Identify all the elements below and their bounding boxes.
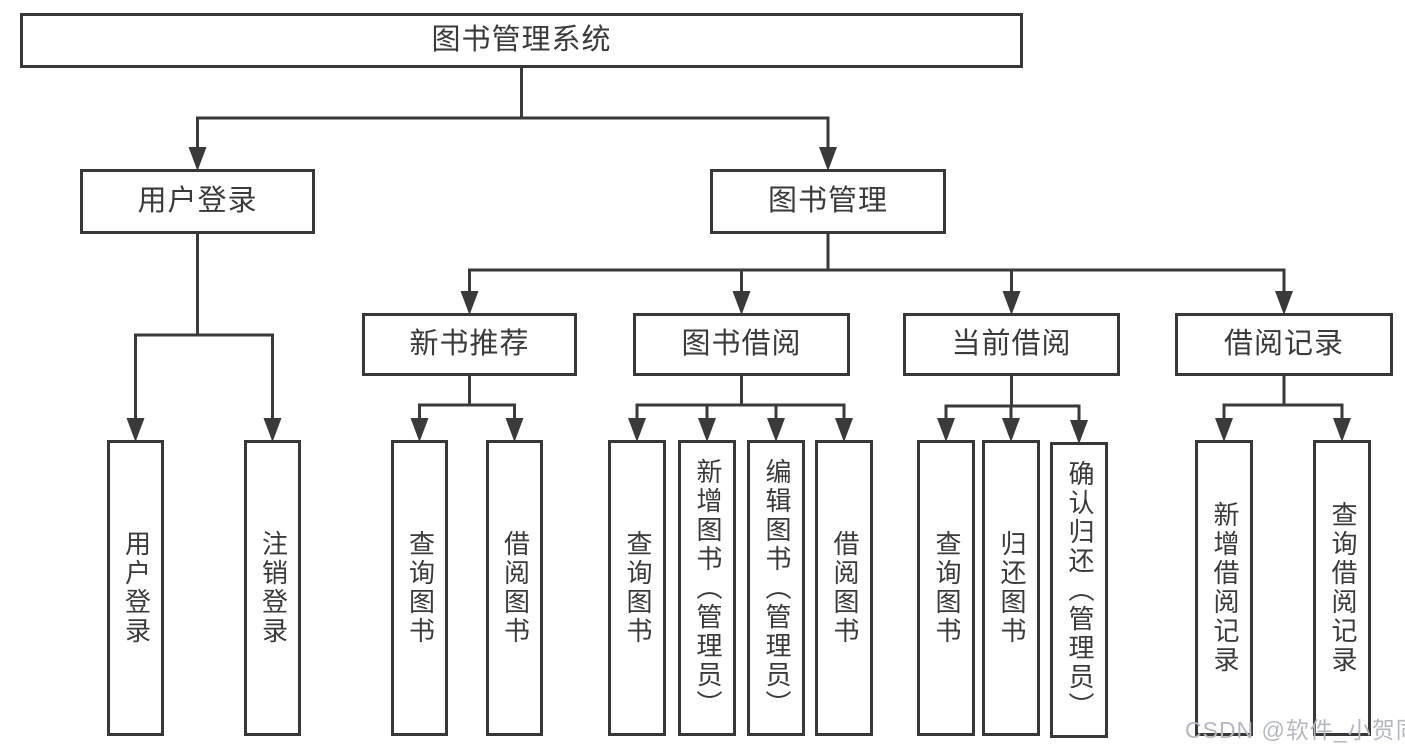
arrow-head-icon [1215,418,1233,442]
diagram-box-br-add: 新增借阅记录 [1195,440,1253,736]
diagram-box-cb-return: 归还图书 [982,440,1040,736]
diagram-box-new-book-rec: 新书推荐 [362,313,577,376]
diagram-box-bb-edit: 编辑图书（管理员） [747,440,805,736]
watermark-text: CSDN @软件_小贺同学 [1185,717,1405,743]
diagram-box-logout: 注销登录 [244,440,301,736]
diagram-box-rec-query: 查询图书 [391,440,448,736]
diagram-box-current-borrow: 当前借阅 [903,313,1120,376]
arrow-head-icon [1070,420,1088,444]
arrow-head-icon [1002,418,1020,442]
arrow-head-icon [263,418,282,442]
arrow-head-icon [835,418,853,442]
diagram-box-cb-confirm: 确认归还（管理员） [1050,442,1108,738]
diagram-box-bb-borrow: 借阅图书 [815,440,873,736]
arrow-head-icon [732,291,751,315]
arrow-head-icon [698,418,716,442]
arrow-head-icon [126,418,145,442]
diagram-box-bb-query: 查询图书 [608,440,666,736]
arrow-head-icon [819,147,837,171]
arrow-head-icon [1002,291,1021,315]
diagram-box-root: 图书管理系统 [20,13,1023,68]
arrow-head-icon [460,291,479,315]
diagram-box-user-login: 用户登录 [80,169,315,234]
diagram-box-borrow-records: 借阅记录 [1175,313,1393,376]
diagram-box-br-query: 查询借阅记录 [1313,440,1371,736]
arrow-head-icon [188,147,207,171]
arrow-head-icon [1333,418,1351,442]
arrow-head-icon [937,418,955,442]
diagram-box-cb-query: 查询图书 [917,440,975,736]
diagram-box-book-borrow: 图书借阅 [633,313,850,376]
diagram-box-book-mgmt: 图书管理 [710,169,946,234]
diagram-box-login: 用户登录 [107,440,164,736]
diagram-box-rec-borrow: 借阅图书 [486,440,543,736]
diagram-box-bb-add: 新增图书（管理员） [678,440,736,736]
arrow-head-icon [1275,291,1293,315]
arrow-head-icon [767,418,785,442]
arrow-head-icon [410,418,429,442]
arrow-head-icon [628,418,646,442]
arrow-head-icon [505,418,524,442]
